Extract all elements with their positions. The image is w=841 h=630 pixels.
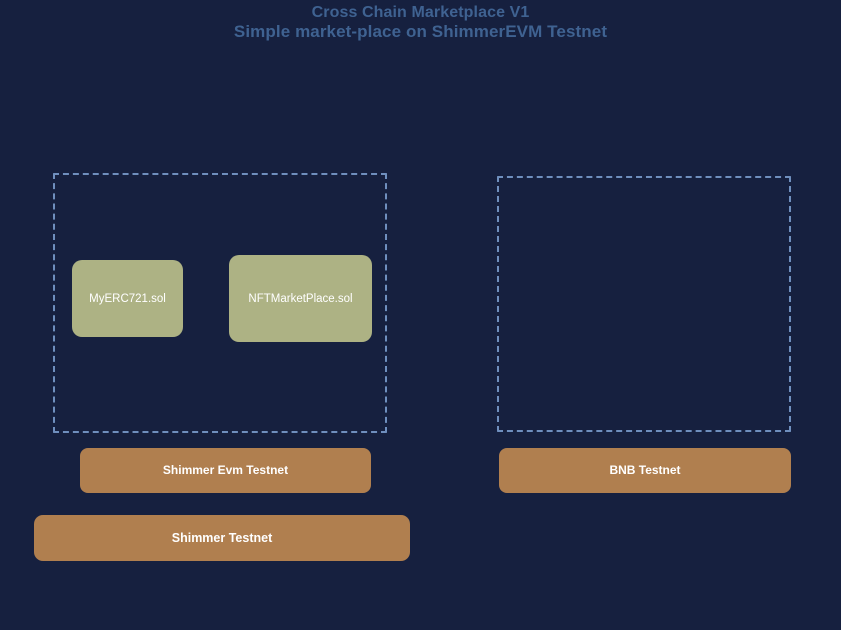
network-bar-bnb-testnet[interactable]: BNB Testnet — [499, 448, 791, 493]
title-primary: Cross Chain Marketplace V1 — [311, 4, 530, 21]
contract-label: MyERC721.sol — [89, 292, 166, 305]
contract-label: NFTMarketPlace.sol — [248, 292, 353, 305]
network-group-shimmer-evm — [53, 173, 387, 433]
contract-node-nftmarketplace[interactable]: NFTMarketPlace.sol — [229, 255, 372, 342]
network-bar-label: Shimmer Testnet — [171, 530, 273, 545]
network-bar-shimmer-testnet[interactable]: Shimmer Testnet — [34, 515, 410, 561]
contract-node-myerc721[interactable]: MyERC721.sol — [72, 260, 183, 337]
page-title: Cross Chain Marketplace V1 Simple market… — [0, 0, 841, 42]
network-group-bnb — [497, 176, 791, 432]
network-bar-shimmer-evm-testnet[interactable]: Shimmer Evm Testnet — [80, 448, 371, 493]
network-bar-label: Shimmer Evm Testnet — [162, 463, 289, 477]
network-bar-label: BNB Testnet — [609, 463, 681, 477]
title-subtitle: Simple market-place on ShimmerEVM Testne… — [233, 22, 608, 41]
